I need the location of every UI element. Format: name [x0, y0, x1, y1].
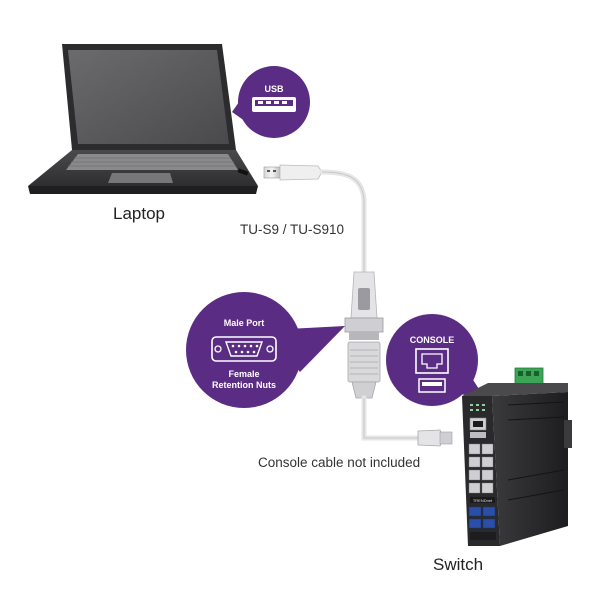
serial-callout-female-label: Female — [228, 369, 259, 379]
switch-brand-strip — [470, 497, 495, 503]
switch-side-fins — [507, 401, 565, 501]
db9-boot — [351, 381, 377, 399]
db9-nut-right — [266, 345, 274, 353]
switch-bottom-panel — [470, 532, 496, 540]
usb-plug-metal — [263, 166, 281, 179]
laptop-usb-port — [237, 168, 249, 176]
switch-brand-label: TRENDnet — [473, 498, 493, 503]
adapter-model-label: TU-S9 / TU-S910 — [240, 222, 345, 237]
switch-label: Switch — [433, 555, 484, 574]
console-cable-wire-edge — [363, 398, 420, 439]
serial-callout-nuts-label: Retention Nuts — [212, 380, 276, 390]
serial-callout-circle — [186, 292, 302, 408]
laptop-base-edge — [28, 186, 258, 194]
adapter-db9-connector — [344, 317, 384, 333]
usb-cable — [263, 164, 367, 278]
console-callout-label: CONSOLE — [410, 335, 455, 345]
usb-plug-housing — [279, 164, 323, 181]
usb-cable-wire-edge — [321, 171, 365, 275]
console-cable-wire — [361, 395, 423, 441]
adapter-db9-shell — [349, 332, 379, 340]
industrial-switch: TRENDnet — [462, 367, 572, 546]
switch-side-face — [492, 392, 568, 546]
usb-port-icon-pins — [258, 101, 287, 104]
adapter-label-area — [358, 288, 370, 310]
serial-callout-male-label: Male Port — [224, 318, 265, 328]
usb-callout: USB — [232, 66, 310, 138]
console-cable-note: Console cable not included — [258, 455, 421, 470]
db9-ribs — [350, 349, 378, 375]
console-callout-circle — [386, 314, 478, 406]
switch-top-face — [462, 383, 568, 396]
console-rj45-icon-jack — [421, 353, 443, 369]
db9-port-icon-pins — [231, 344, 259, 354]
switch-din-clip — [564, 420, 572, 448]
usb-callout-label: USB — [264, 84, 284, 94]
switch-sfp-ports — [468, 506, 496, 529]
switch-status-leds — [470, 404, 485, 411]
serial-adapter — [344, 271, 453, 447]
laptop — [28, 44, 258, 194]
console-usb-icon-tongue — [422, 382, 442, 386]
db9-nut-left — [214, 345, 222, 353]
rj45-plug-tip — [439, 431, 453, 445]
console-usb-icon — [418, 378, 446, 393]
laptop-touchpad — [108, 173, 173, 183]
switch-usb-port — [470, 432, 486, 438]
switch-ethernet-ports — [468, 443, 494, 494]
laptop-label: Laptop — [113, 204, 165, 223]
switch-terminal-screws — [518, 371, 539, 376]
db9-port-icon-frame — [211, 336, 277, 362]
console-rj45-icon — [415, 348, 449, 374]
laptop-keyboard-grid — [68, 157, 236, 167]
laptop-screen — [68, 50, 229, 144]
serial-port-callout: Male Port Female Retention Nuts — [186, 292, 345, 408]
db9-port-icon-shell — [225, 341, 263, 357]
